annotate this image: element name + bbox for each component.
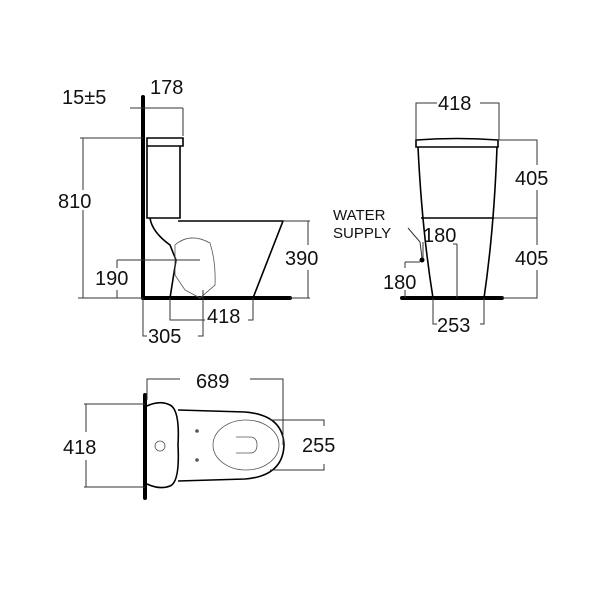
water-supply-label: WATER — [333, 207, 386, 224]
dim-outlet-height: 190 — [95, 268, 128, 290]
dim-length: 689 — [196, 371, 229, 393]
dim-supply-offset: 180 — [423, 225, 456, 247]
dim-base-width: 253 — [437, 315, 470, 337]
dim-gap: 15±5 — [62, 87, 106, 109]
top-view: 689 418 255 — [63, 371, 335, 500]
dim-wall-to-outlet: 305 — [148, 326, 181, 348]
cistern-top — [146, 401, 180, 489]
flush-button — [154, 440, 166, 452]
cistern-lid — [415, 137, 499, 148]
dim-total-height: 810 — [58, 191, 91, 213]
dim-tank-depth: 178 — [150, 77, 183, 99]
side-view: 178 15±5 810 190 390 418 305 — [58, 77, 318, 348]
dim-upper-height: 405 — [515, 168, 548, 190]
dim-supply-height: 180 — [383, 272, 416, 294]
front-view: 418 405 405 WATER SUPPLY 180 180 253 — [333, 93, 548, 337]
bowl-inner — [236, 436, 258, 454]
front-body — [417, 146, 498, 299]
cistern — [146, 137, 184, 219]
dim-seat-width: 255 — [302, 435, 335, 457]
water-supply-label-2: SUPPLY — [333, 225, 391, 242]
dim-lower-height: 405 — [515, 248, 548, 270]
seat-opening — [212, 419, 280, 471]
trap-outline — [174, 237, 216, 299]
water-supply-point — [419, 257, 425, 263]
dim-width: 418 — [438, 93, 471, 115]
bowl-outline — [149, 217, 285, 299]
dim-outlet-to-front: 418 — [207, 306, 240, 328]
dim-width: 418 — [63, 437, 96, 459]
seat-fix-hole — [195, 429, 199, 433]
dim-bowl-height: 390 — [285, 248, 318, 270]
bowl-top — [177, 409, 285, 482]
seat-fix-hole — [195, 458, 199, 462]
